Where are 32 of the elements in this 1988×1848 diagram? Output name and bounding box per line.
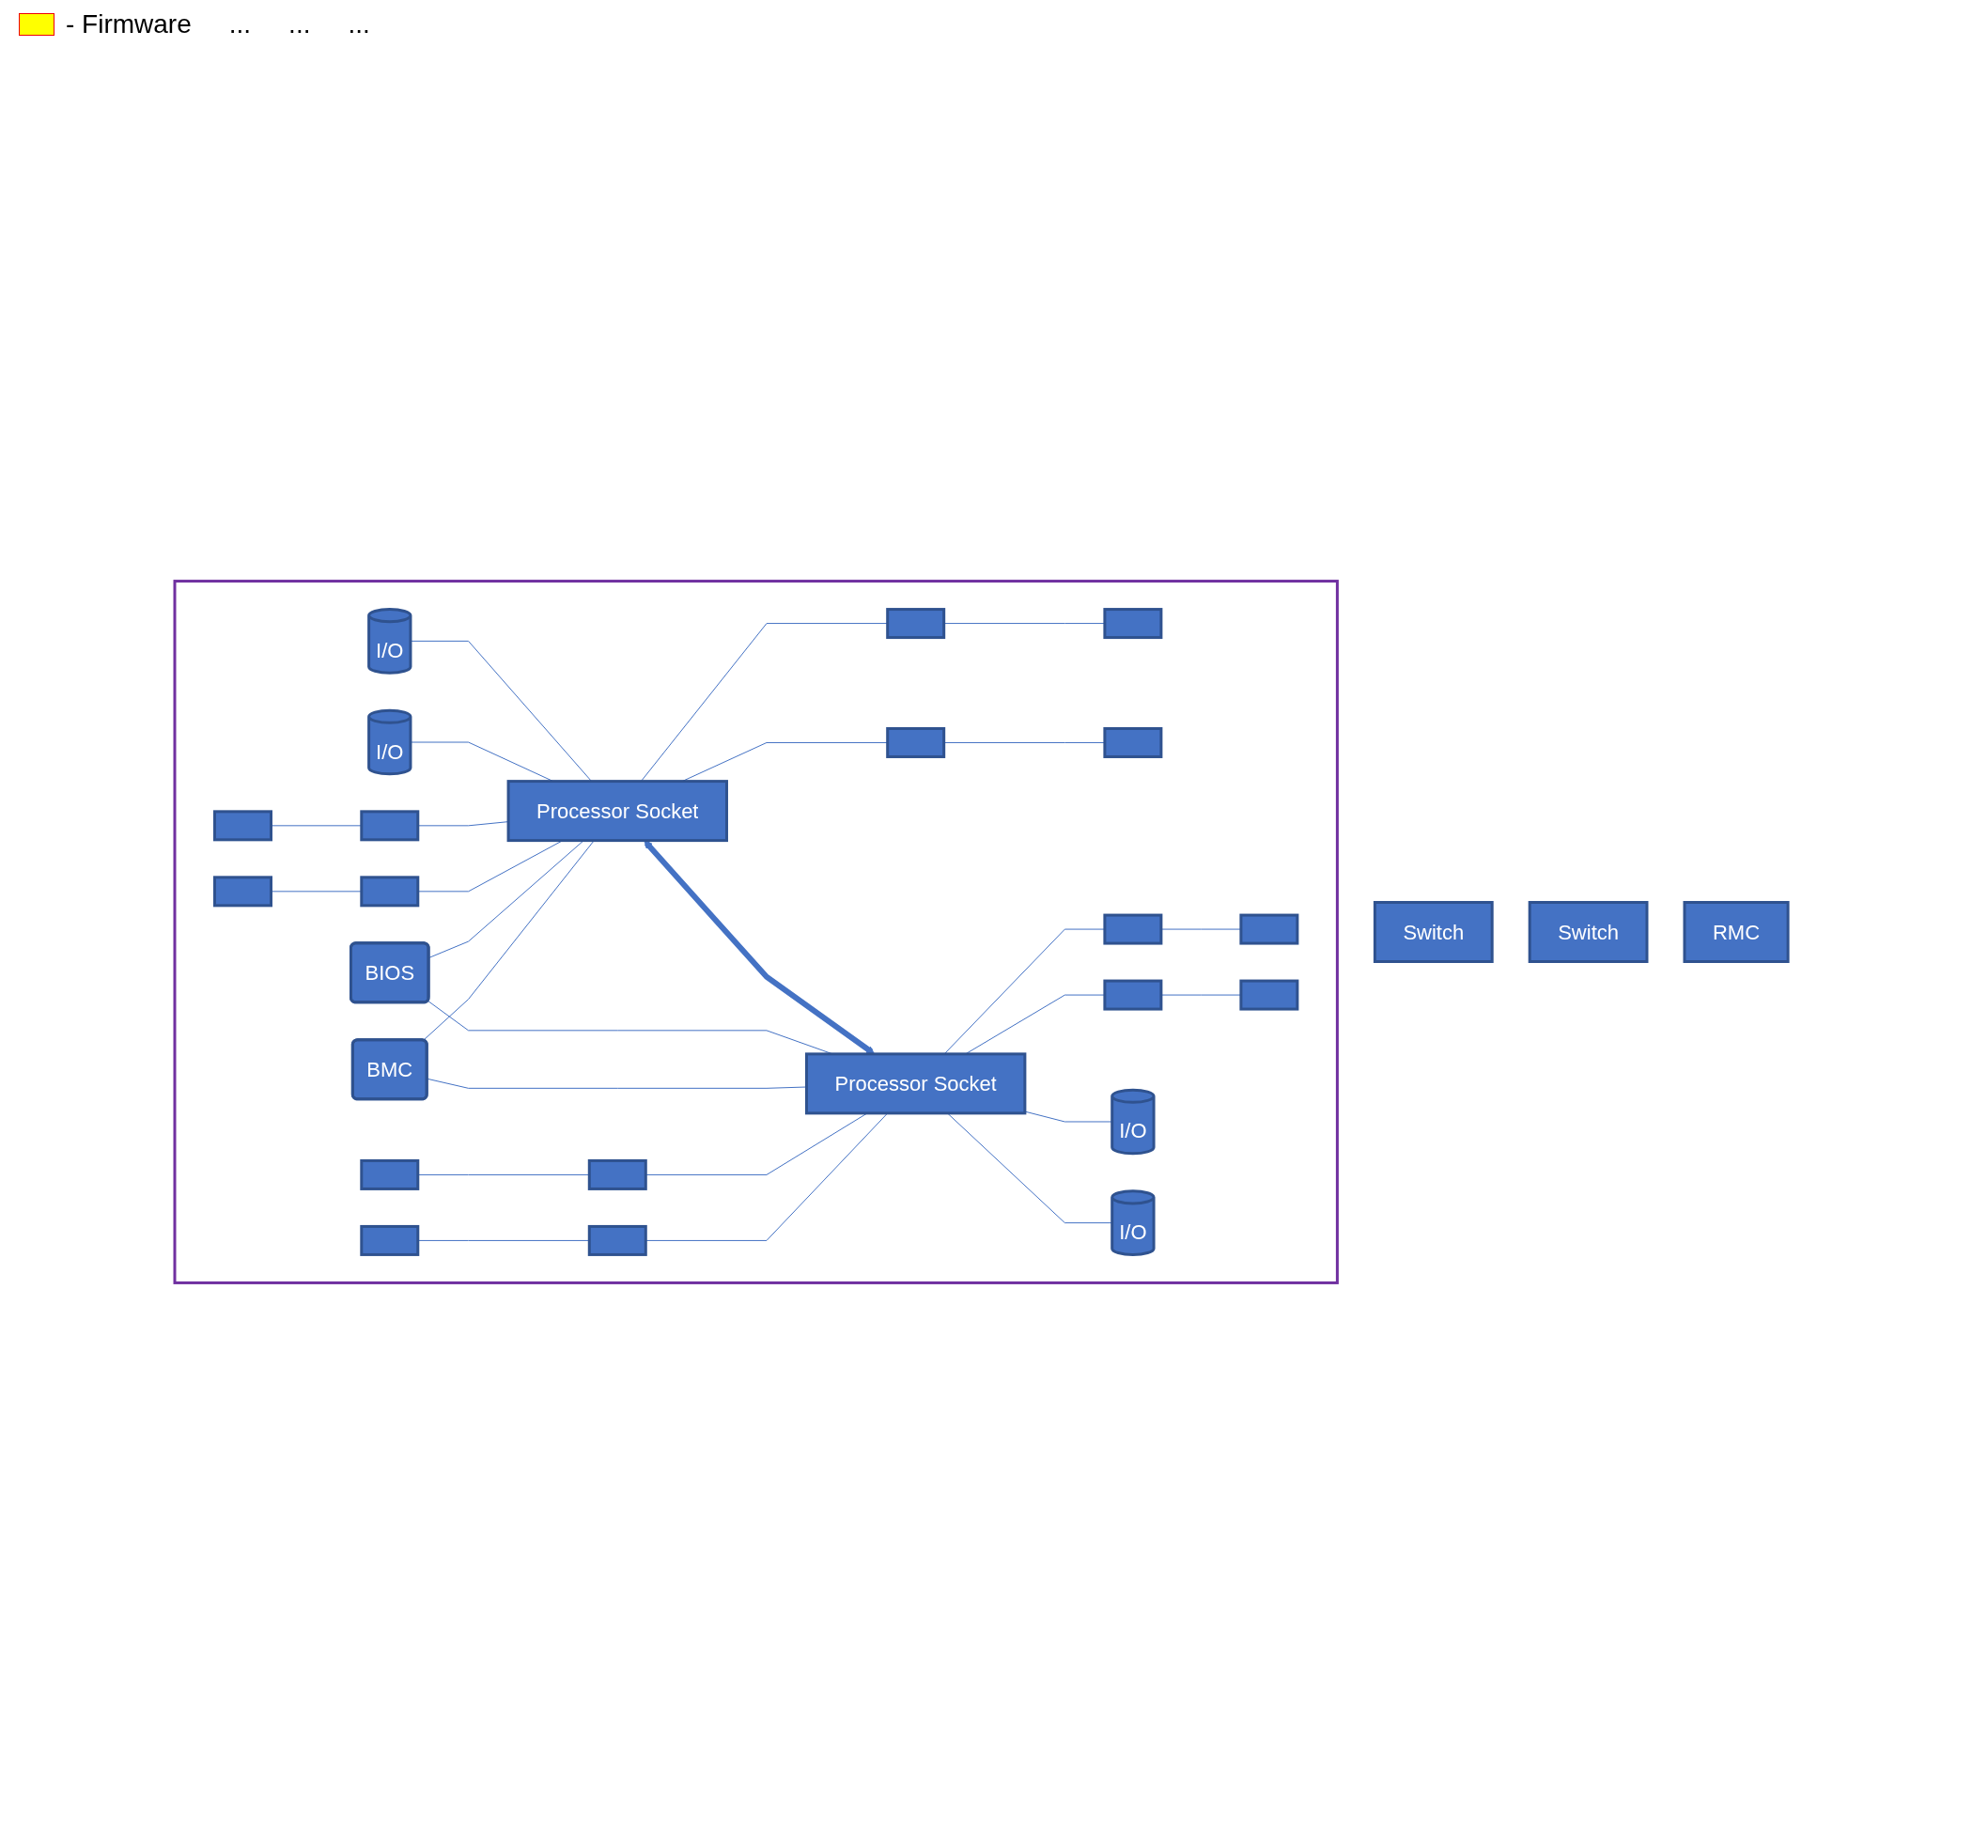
cluster bbox=[173, 580, 1340, 1284]
node-box bbox=[360, 1224, 420, 1256]
node-box: Switch bbox=[1529, 901, 1649, 963]
connector bbox=[271, 825, 363, 827]
connector bbox=[423, 840, 596, 1041]
connector bbox=[1024, 1110, 1113, 1123]
node-box bbox=[360, 810, 420, 842]
node-box bbox=[1239, 979, 1299, 1011]
ellipsis-label: ... bbox=[228, 9, 252, 39]
node-box bbox=[886, 727, 946, 758]
ellipsis-label: ... bbox=[348, 9, 370, 39]
node-box bbox=[213, 876, 273, 908]
node-box: Processor Socket bbox=[507, 780, 729, 843]
node-box bbox=[886, 608, 946, 640]
connector bbox=[947, 1112, 1113, 1224]
node-box bbox=[213, 810, 273, 842]
node-box bbox=[1103, 608, 1163, 640]
connector bbox=[271, 891, 363, 893]
node-box bbox=[360, 1158, 420, 1190]
connector bbox=[645, 1112, 889, 1241]
node-box bbox=[360, 876, 420, 908]
node-box: Processor Socket bbox=[805, 1052, 1027, 1115]
node-box bbox=[1239, 913, 1299, 945]
node-box bbox=[1103, 727, 1163, 758]
node-box bbox=[1103, 913, 1163, 945]
node-box bbox=[588, 1224, 648, 1256]
legend-text: - Firmware bbox=[66, 9, 192, 39]
ellipsis-label: ... bbox=[288, 9, 311, 39]
node-box: RMC bbox=[1683, 901, 1791, 963]
node-box bbox=[588, 1158, 648, 1190]
node-box bbox=[1103, 979, 1163, 1011]
node-box: Switch bbox=[1374, 901, 1495, 963]
